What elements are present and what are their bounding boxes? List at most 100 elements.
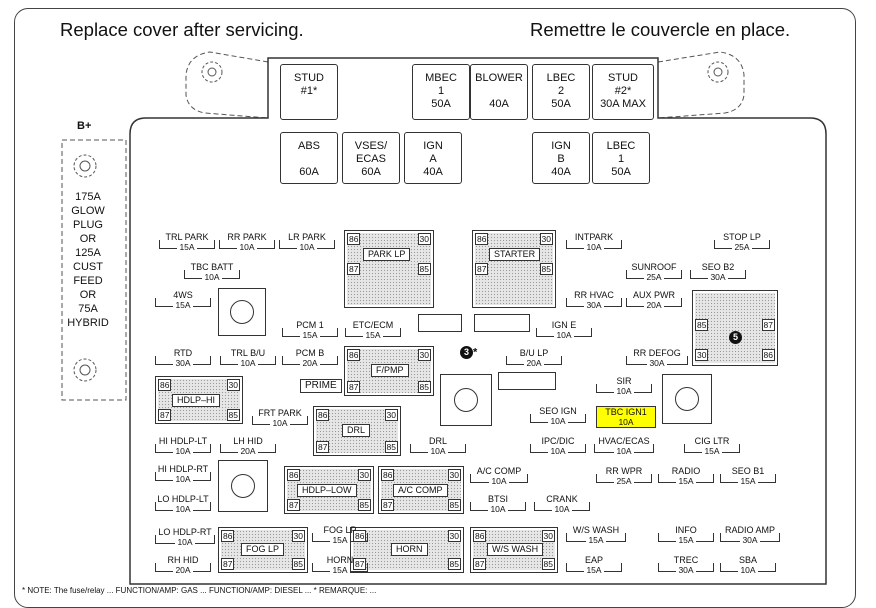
relay-horn[interactable]: 86 30 87 85 HORN [350,527,464,573]
relay-hdlp-low[interactable]: 86 30 87 85 HDLP–LOW [284,466,374,514]
fuse-name: INTPARK [574,232,614,242]
relay-a-c-comp[interactable]: 86 30 87 85 A/C COMP [378,466,464,514]
fuse-name: VSES/ [354,140,388,152]
maxi-fuse-vses-ecas[interactable]: VSES/ ECAS 60A [342,132,400,184]
maxi-fuse-abs[interactable]: ABS 60A [280,132,338,184]
pin-30: 30 [357,469,371,481]
fuse-name: RR DEFOG [633,348,681,358]
fuse-name: RR WPR [605,466,643,476]
fuse-amp: 10A [238,358,258,368]
fuse-amp: 10A [297,242,317,252]
fuse-name: PCM B [295,348,325,358]
pin-30: 30 [226,379,240,391]
relay-ws-wash[interactable]: 86 30 87 85 W/S WASH [470,527,558,573]
maxi-fuse-mbec1[interactable]: MBEC 1 50A [412,64,470,120]
fuse-name: STUD [294,72,324,84]
maxi-fuse-lbec1[interactable]: LBEC 1 50A [592,132,650,184]
fuse-name: TRL B/U [230,348,266,358]
maxi-fuse-ign-a[interactable]: IGN A 40A [404,132,462,184]
pin-86: 86 [353,530,367,542]
maxi-fuse-blower[interactable]: BLOWER 40A [470,64,528,120]
relay-label: STARTER [489,248,541,261]
relay-f-pmp[interactable]: 86 30 87 85 F/PMP [344,346,434,396]
relay-hdlp-hi[interactable]: 86 30 87 85 HDLP–HI [155,376,243,424]
relay-5[interactable]: 85 87 30 86 5 [692,290,778,366]
relay-label: PARK LP [363,248,411,261]
relay-fog-lp[interactable]: 86 30 87 85 FOG LP [218,527,308,573]
maxi-fuse-stud1[interactable]: STUD #1* [280,64,338,120]
maxi-fuse-ign-b[interactable]: IGN B 40A [532,132,590,184]
pin-85: 85 [291,558,305,570]
maxi-fuse-stud2[interactable]: STUD #2* 30A MAX [592,64,654,120]
side-line: 75A [78,303,98,315]
mount-post [218,288,266,336]
footnote: * NOTE: The fuse/relay ... FUNCTION/AMP:… [22,586,377,595]
maxi-fuse-lbec2[interactable]: LBEC 2 50A [532,64,590,120]
fuse-amp: 50A [551,98,571,110]
fuse-amp: 10A [173,504,193,514]
pin-85: 85 [539,263,553,275]
fuse-amp: 20A [524,358,544,368]
pin-30: 30 [695,349,709,361]
relay-label: W/S WASH [487,543,544,556]
relay-starter[interactable]: 86 30 87 85 STARTER [472,230,556,308]
fuse-amp: 60A [299,166,319,178]
fuse-amp: 10A [489,476,509,486]
pin-85: 85 [357,499,371,511]
relay-drl[interactable]: 86 30 87 85 DRL [313,406,401,456]
relay-park-lp[interactable]: 86 30 87 85 PARK LP [344,230,434,308]
pin-86: 86 [158,379,172,391]
side-line: GLOW [71,205,105,217]
fuse-name: STUD [608,72,638,84]
pin-86: 86 [347,349,361,361]
mount-post [218,460,268,512]
